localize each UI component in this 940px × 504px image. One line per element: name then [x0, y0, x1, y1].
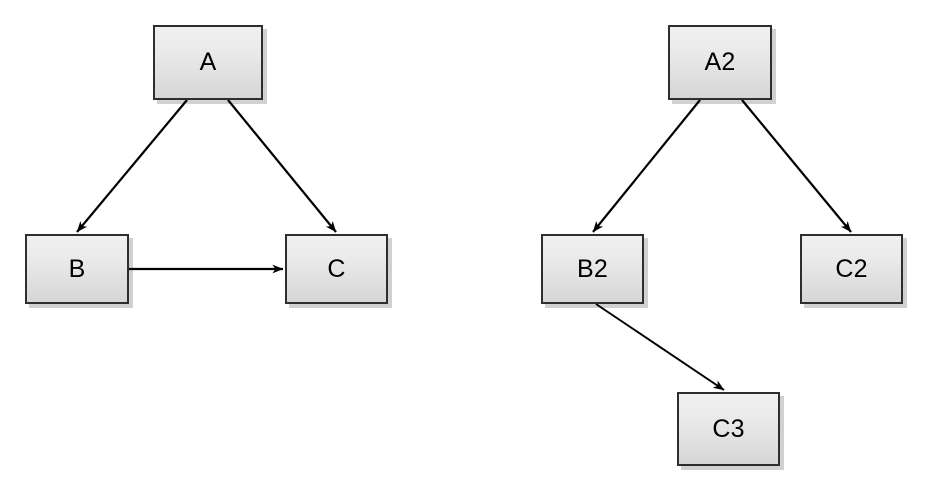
- node-a[interactable]: A: [153, 25, 263, 100]
- node-c2-label: C2: [835, 254, 868, 283]
- node-b[interactable]: B: [25, 234, 129, 304]
- node-c3[interactable]: C3: [677, 392, 780, 466]
- node-a2[interactable]: A2: [668, 25, 772, 100]
- node-b2-label: B2: [577, 254, 608, 283]
- node-a-label: A: [199, 48, 217, 76]
- node-c[interactable]: C: [285, 234, 388, 304]
- edge-a-to-b: [76, 99, 188, 233]
- node-b2[interactable]: B2: [541, 234, 644, 304]
- node-c3-label: C3: [712, 414, 745, 443]
- edge-a-to-c: [227, 99, 337, 233]
- node-a2-label: A2: [704, 48, 736, 76]
- edges-graph-left: [76, 99, 337, 274]
- edge-a2-to-c2: [741, 99, 852, 233]
- edges-graph-right: [592, 99, 852, 391]
- edge-a2-to-b2: [592, 99, 701, 233]
- edge-b2-to-c3: [595, 303, 725, 391]
- node-b-label: B: [68, 254, 86, 283]
- node-c2[interactable]: C2: [800, 234, 903, 304]
- node-c-label: C: [327, 254, 346, 283]
